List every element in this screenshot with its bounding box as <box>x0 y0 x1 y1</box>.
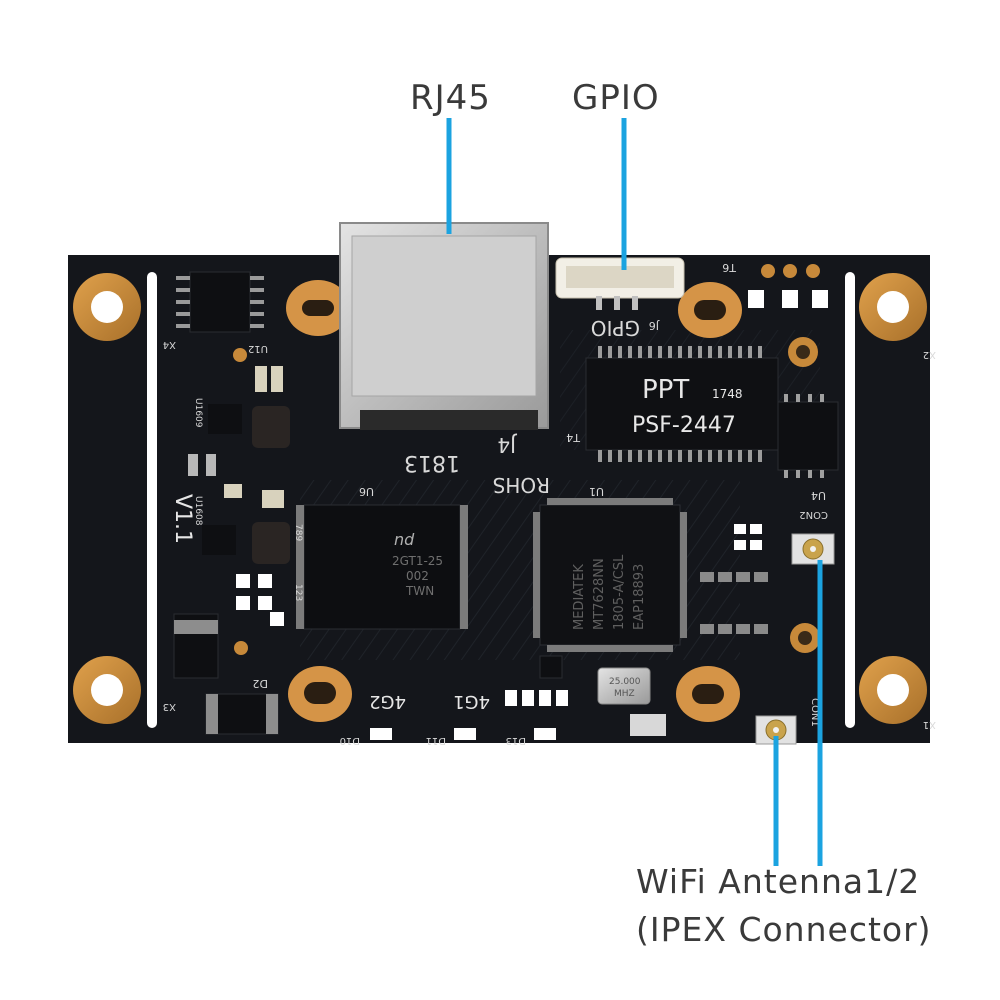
x1-ref-label: X1 <box>923 719 936 730</box>
soc-line3: 1805-A/CSL <box>612 554 627 630</box>
smd-components-bottom <box>370 655 666 740</box>
led-4g1-label: 4G1 <box>453 691 490 712</box>
smd-components-right <box>700 290 828 634</box>
transformer-brand: PPT <box>642 375 689 405</box>
led-4g2-label: 4G2 <box>369 691 406 712</box>
smd-components-left <box>173 366 290 735</box>
chip-top-left <box>176 271 264 333</box>
ref-123: 123 <box>293 584 303 601</box>
mount-hole-top-left <box>73 273 141 341</box>
gpio-ref-label: J6 <box>649 319 660 332</box>
chip-u4 <box>777 394 839 478</box>
board-slot-left <box>147 272 157 728</box>
t4-ref-label: T4 <box>566 431 581 444</box>
soc-part: MT7628NN <box>592 558 607 630</box>
u1-ref-label: U1 <box>589 485 604 498</box>
callout-gpio-label: GPIO <box>572 78 660 118</box>
crystal-line2: MHZ <box>614 689 635 699</box>
soc-line4: EAP18893 <box>632 564 647 630</box>
oval-pad <box>288 666 352 722</box>
mount-hole-bottom-right <box>859 656 927 724</box>
chip-ram <box>296 504 468 630</box>
gpio-silk-label: GPIO <box>591 316 640 340</box>
u4-ref-label: U4 <box>811 489 826 502</box>
version-label: V1.1 <box>170 494 195 544</box>
x3-ref-label: X3 <box>163 701 176 712</box>
ref-789: 789 <box>293 524 303 541</box>
board-slot-right <box>845 272 855 728</box>
d2-ref-label: D2 <box>253 677 268 690</box>
callout-ipex-connector-label: (IPEX Connector) <box>636 910 932 949</box>
date-code-label: 1813 <box>404 450 460 475</box>
ram-line3: 002 <box>406 569 429 583</box>
crystal-line1: 25.000 <box>609 677 641 687</box>
d13-ref-label: D13 <box>506 735 526 746</box>
transformer-part: PSF-2447 <box>632 413 736 438</box>
transformer-date: 1748 <box>712 387 743 401</box>
gpio-connector <box>555 257 685 310</box>
oval-pad <box>286 280 350 336</box>
con1-ref-label: CON1 <box>809 698 820 727</box>
ram-line4: TWN <box>405 584 434 598</box>
ram-line2: 2GT1-25 <box>392 554 443 568</box>
t6-ref-label: T6 <box>722 261 737 274</box>
soc-brand: MEDIATEK <box>572 564 587 630</box>
x4-ref-label: X4 <box>163 339 176 350</box>
callout-wifi-antenna-label: WiFi Antenna1/2 <box>636 862 921 901</box>
u1609-ref-label: U1609 <box>193 398 203 428</box>
mount-hole-top-right <box>859 273 927 341</box>
ram-logo: nd <box>394 530 415 549</box>
callout-rj45-label: RJ45 <box>410 78 491 118</box>
d10-ref-label: D10 <box>340 735 360 746</box>
d11-ref-label: D11 <box>426 735 446 746</box>
rohs-label: ROHS <box>493 473 550 497</box>
chip-soc <box>533 498 687 652</box>
ipex-connector-con2 <box>791 533 835 565</box>
u6-ref-label: U6 <box>359 485 374 498</box>
u1608-ref-label: U1608 <box>193 496 203 526</box>
u12-ref-label: U12 <box>248 343 268 354</box>
rj45-jack <box>339 222 549 430</box>
oval-pad <box>678 282 742 338</box>
mount-hole-bottom-left <box>73 656 141 724</box>
rj45-ref-label: J4 <box>497 433 518 457</box>
con2-ref-label: CON2 <box>799 509 828 520</box>
oval-pad <box>676 666 740 722</box>
x2-ref-label: X2 <box>923 349 936 360</box>
transformer-ppt <box>585 346 779 462</box>
